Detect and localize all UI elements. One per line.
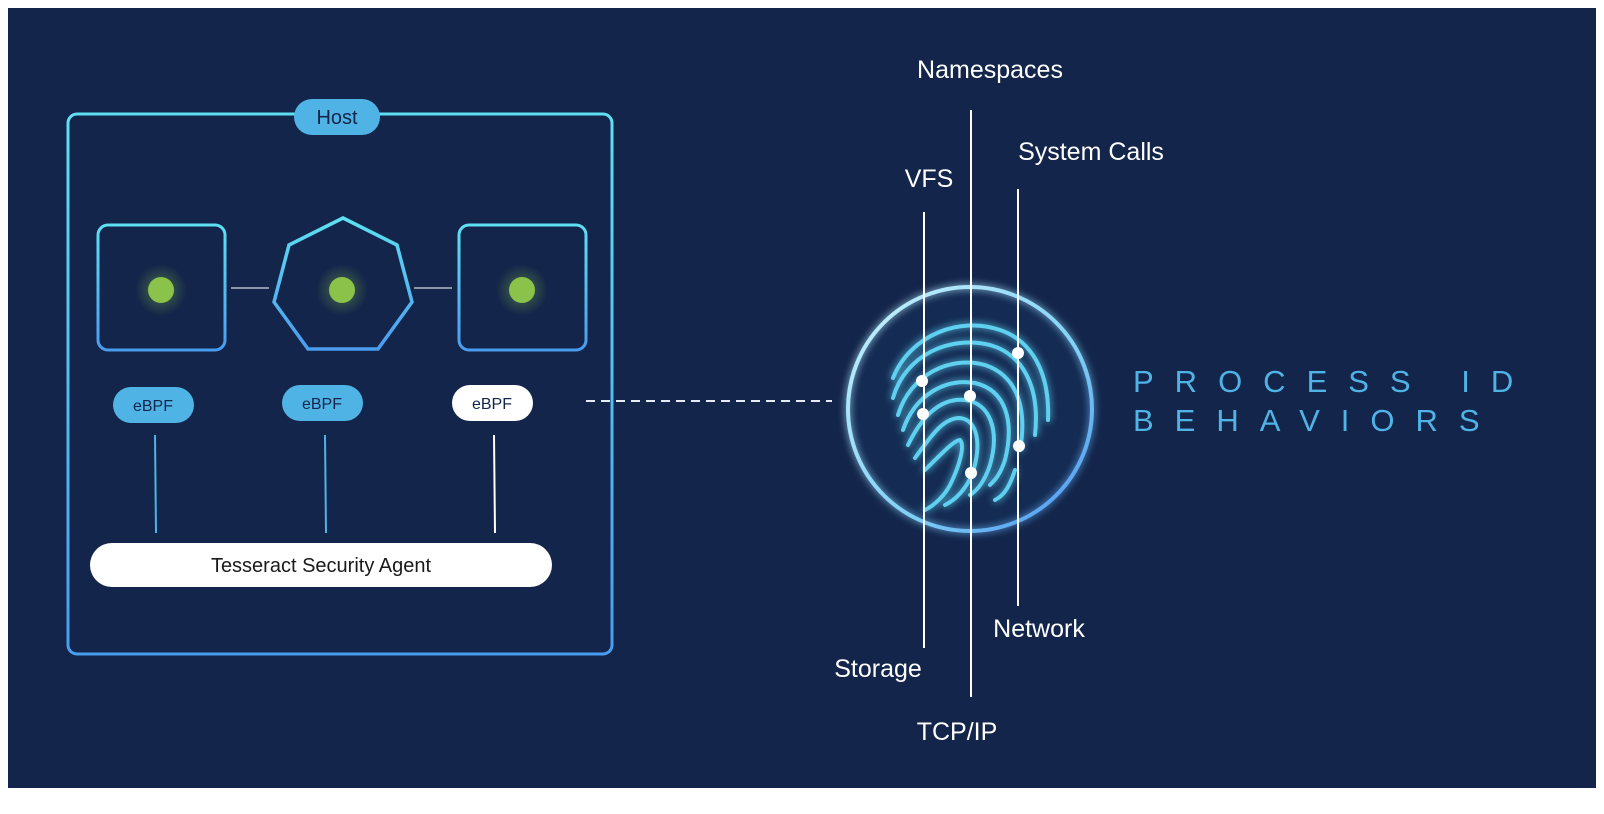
- label-network: Network: [993, 615, 1085, 643]
- ebpf-pill-1: eBPF: [113, 387, 194, 423]
- status-dot: [148, 277, 174, 303]
- label-namespaces: Namespaces: [917, 56, 1063, 84]
- ebpf-pill-3: eBPF: [452, 385, 533, 421]
- label-tcp-ip: TCP/IP: [917, 718, 998, 746]
- svg-text:Tesseract Security Agent: Tesseract Security Agent: [211, 555, 432, 577]
- callout-dot: [1012, 347, 1024, 359]
- host-label: Host: [316, 107, 358, 129]
- callout-dot: [916, 375, 928, 387]
- svg-text:eBPF: eBPF: [472, 396, 512, 413]
- callout-dot: [917, 408, 929, 420]
- callout-dot: [1013, 440, 1025, 452]
- svg-text:eBPF: eBPF: [302, 396, 342, 413]
- container-node-right: [457, 223, 588, 352]
- diagram-background: [8, 8, 1596, 788]
- container-node-left: [96, 223, 227, 352]
- ebpf-agent-link: [493, 434, 496, 534]
- ebpf-pill-2: eBPF: [282, 385, 363, 421]
- headline-line-1: PROCESS ID: [1133, 364, 1534, 399]
- label-storage: Storage: [834, 655, 922, 683]
- kubernetes-node-center: [272, 216, 414, 351]
- headline-line-2: BEHAVIORS: [1133, 403, 1501, 438]
- callout-dot: [965, 467, 977, 479]
- host-badge: Host: [294, 99, 380, 135]
- callout-dot: [964, 390, 976, 402]
- status-dot: [329, 277, 355, 303]
- security-agent-bar: Tesseract Security Agent: [90, 543, 552, 587]
- ebpf-agent-link: [154, 434, 157, 534]
- status-dot: [509, 277, 535, 303]
- label-vfs: VFS: [905, 165, 954, 193]
- svg-text:eBPF: eBPF: [133, 398, 173, 415]
- label-system-calls: System Calls: [1018, 138, 1164, 166]
- ebpf-agent-link: [324, 434, 327, 534]
